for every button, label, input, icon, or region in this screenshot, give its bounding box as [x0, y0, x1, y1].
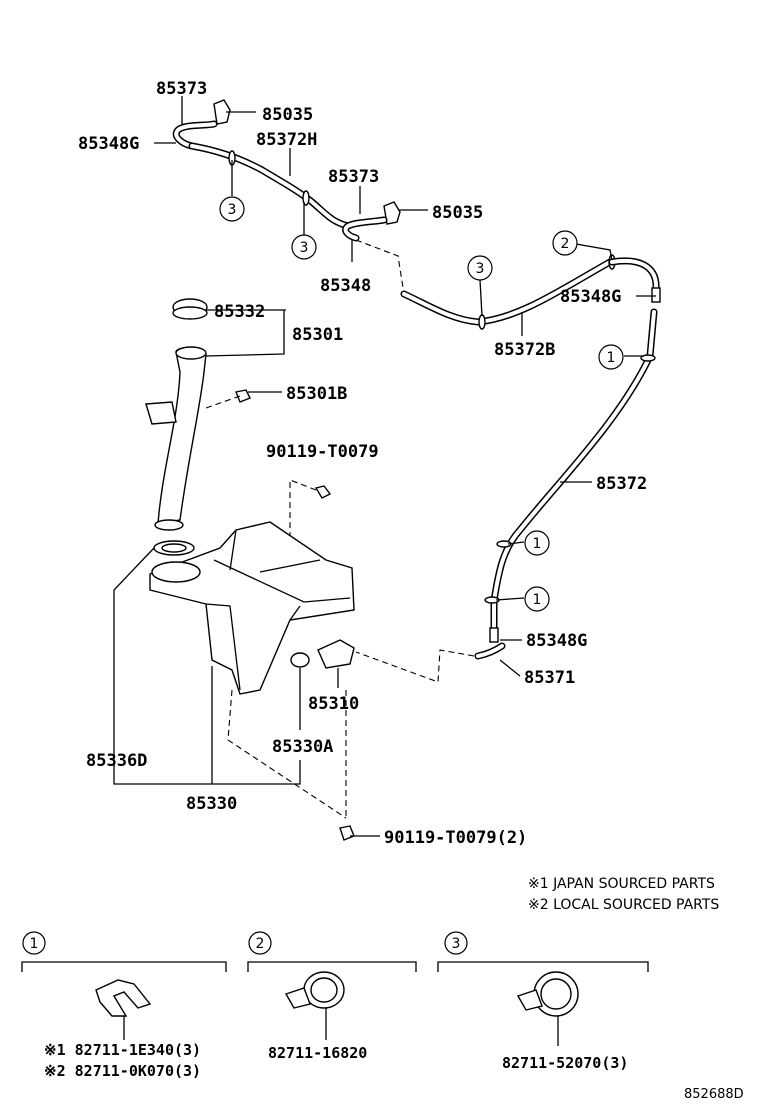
label-90119-upper: 90119-T0079 [266, 442, 379, 462]
label-85301B: 85301B [286, 384, 347, 404]
washer-tank-assembly [145, 298, 355, 841]
clamp-marker-3b: 3 [300, 240, 309, 256]
label-85348G-top: 85348G [78, 134, 139, 154]
label-85348G-bottom: 85348G [526, 631, 587, 651]
clamp-2-number: 82711-16820 [268, 1044, 367, 1062]
label-85373-mid: 85373 [328, 167, 379, 187]
clamp-1-icon [95, 979, 152, 1017]
label-90119-lower: 90119-T0079(2) [384, 828, 527, 848]
label-85330A: 85330A [272, 737, 333, 757]
bolt-90119-lower [339, 825, 355, 841]
label-85372B: 85372B [494, 340, 555, 360]
label-85330: 85330 [186, 794, 237, 814]
clamp-marker-1a: 1 [607, 350, 616, 366]
label-85371: 85371 [524, 668, 575, 688]
label-85372H: 85372H [256, 130, 317, 150]
leader-lines [113, 96, 656, 837]
label-85372: 85372 [596, 474, 647, 494]
clamp-1-local-number: ※2 82711-0K070(3) [44, 1062, 201, 1080]
filler-neck [157, 347, 207, 525]
clamp-3-number: 82711-52070(3) [502, 1054, 628, 1072]
clamp-markers: 3 3 3 2 1 1 1 [219, 196, 624, 612]
bolt-85301B [235, 389, 251, 403]
clamp-details: 1 ※1 82711-1E340(3) ※2 82711-0K070(3) 2 … [21, 931, 649, 1080]
bolt-90119-upper [314, 485, 332, 499]
label-85348: 85348 [320, 276, 371, 296]
note-japan-sourced: ※1 JAPAN SOURCED PARTS [528, 876, 715, 892]
detail-marker-2: 2 [256, 936, 265, 952]
label-85035-top: 85035 [262, 105, 313, 125]
label-85310: 85310 [308, 694, 359, 714]
washer-pump [317, 639, 355, 669]
clamp-marker-3c: 3 [476, 261, 485, 277]
detail-marker-1: 1 [30, 936, 39, 952]
clamp-marker-2: 2 [561, 236, 570, 252]
clamp-marker-3a: 3 [228, 202, 237, 218]
label-85336D: 85336D [86, 751, 147, 771]
label-85332: 85332 [214, 302, 265, 322]
pump-grommet [290, 652, 310, 668]
part-labels: 85373 85035 85348G 85372H 85373 85035 85… [78, 79, 647, 848]
source-notes: ※1 JAPAN SOURCED PARTS ※2 LOCAL SOURCED … [528, 876, 719, 913]
clamp-marker-1b: 1 [533, 536, 542, 552]
nozzle-85035-top [213, 99, 231, 125]
diagram-code: 852688D [684, 1087, 744, 1102]
detail-marker-3: 3 [452, 936, 461, 952]
label-85348G-right: 85348G [560, 287, 621, 307]
label-85301: 85301 [292, 325, 343, 345]
label-85035-mid: 85035 [432, 203, 483, 223]
label-85373-top: 85373 [156, 79, 207, 99]
note-local-sourced: ※2 LOCAL SOURCED PARTS [528, 897, 719, 913]
clamp-marker-1c: 1 [533, 592, 542, 608]
clamp-1-japan-number: ※1 82711-1E340(3) [44, 1041, 201, 1059]
